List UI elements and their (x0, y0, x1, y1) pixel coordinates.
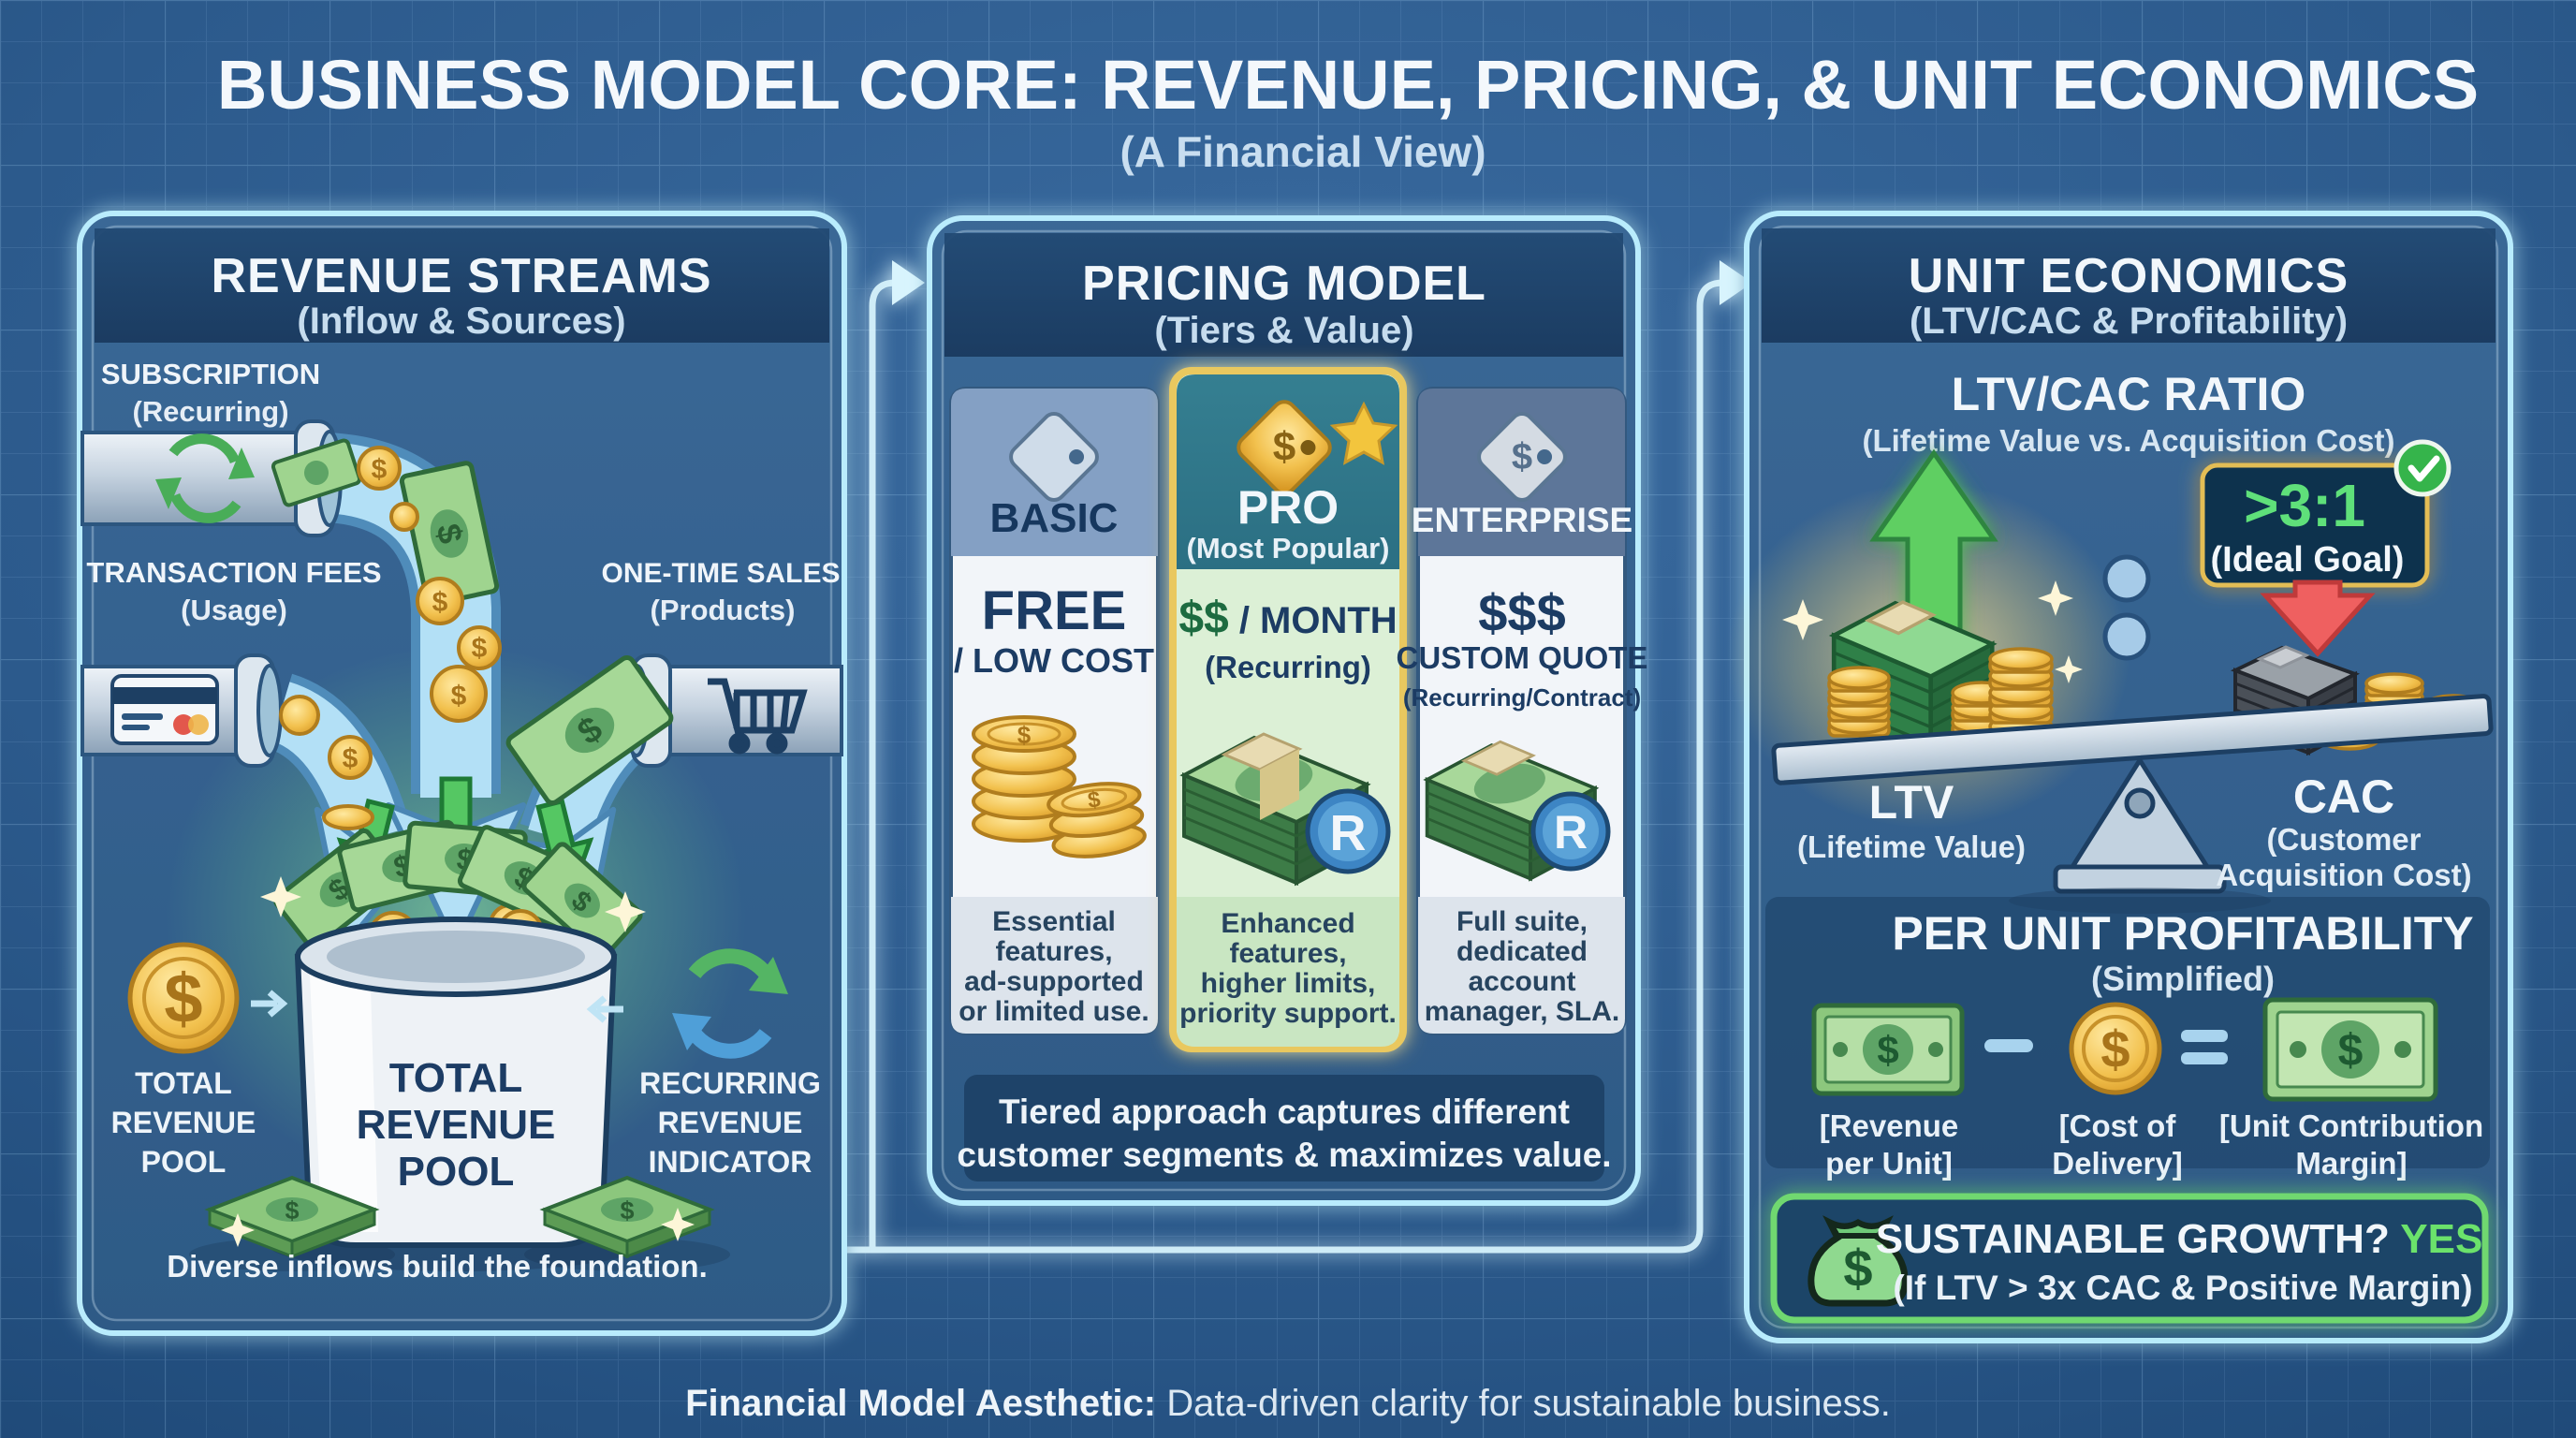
svg-text:PER UNIT PROFITABILITY: PER UNIT PROFITABILITY (1892, 907, 2473, 960)
svg-text:$: $ (1087, 786, 1103, 814)
svg-text:BASIC: BASIC (990, 495, 1119, 541)
svg-text:ENTERPRISE: ENTERPRISE (1412, 501, 1632, 539)
svg-text:$: $ (1512, 436, 1532, 477)
svg-text:$$ / MONTH: $$ / MONTH (1178, 594, 1397, 643)
svg-text:customer segments & maximizes: customer segments & maximizes value. (957, 1136, 1611, 1174)
svg-text:$: $ (451, 681, 467, 712)
svg-text:REVENUE: REVENUE (111, 1106, 256, 1139)
svg-text:(Recurring/Contract): (Recurring/Contract) (1403, 683, 1641, 712)
svg-text:[Revenue: [Revenue (1820, 1108, 1959, 1143)
svg-text:LTV/CAC RATIO: LTV/CAC RATIO (1952, 368, 2306, 420)
svg-text:Enhanced: Enhanced (1221, 908, 1354, 939)
svg-text:$: $ (343, 743, 359, 774)
svg-text:(A Financial View): (A Financial View) (1120, 127, 1486, 176)
svg-text:Financial Model Aesthetic: Dat: Financial Model Aesthetic: Data-driven c… (685, 1383, 1891, 1424)
svg-text:(Lifetime Value vs. Acquisitio: (Lifetime Value vs. Acquisition Cost) (1862, 423, 2394, 458)
svg-text:PRICING MODEL: PRICING MODEL (1082, 257, 1486, 311)
svg-text:$: $ (372, 454, 388, 485)
svg-text:[Unit Contribution: [Unit Contribution (2219, 1108, 2483, 1143)
svg-text:$: $ (1273, 424, 1295, 470)
svg-text:CAC: CAC (2293, 770, 2394, 823)
svg-text:PRO: PRO (1237, 481, 1339, 534)
svg-text:REVENUE: REVENUE (357, 1102, 556, 1148)
svg-text:POOL: POOL (398, 1149, 515, 1195)
svg-text:(Usage): (Usage) (181, 594, 287, 626)
svg-text:or limited use.: or limited use. (959, 996, 1149, 1027)
svg-text:(Inflow & Sources): (Inflow & Sources) (297, 301, 625, 342)
svg-text:R: R (1330, 805, 1367, 861)
svg-text:per Unit]: per Unit] (1825, 1146, 1953, 1181)
svg-text:$: $ (620, 1196, 634, 1225)
svg-text:(If LTV > 3x CAC & Positive Ma: (If LTV > 3x CAC & Positive Margin) (1893, 1269, 2472, 1307)
svg-text:(Recurring): (Recurring) (132, 395, 288, 428)
svg-text:LTV: LTV (1869, 776, 1954, 829)
svg-text:$: $ (2338, 1026, 2364, 1076)
svg-text:features,: features, (1229, 938, 1346, 969)
svg-text:RECURRING: RECURRING (639, 1066, 821, 1100)
svg-text:(Lifetime Value): (Lifetime Value) (1797, 829, 2026, 864)
svg-text:Tiered approach captures diffe: Tiered approach captures different (999, 1093, 1570, 1131)
svg-text:$$$: $$$ (1478, 583, 1565, 642)
svg-text:TOTAL: TOTAL (389, 1055, 523, 1101)
svg-text:$: $ (472, 633, 488, 664)
svg-text:$: $ (2100, 1020, 2130, 1078)
svg-text:$: $ (285, 1196, 299, 1225)
svg-text:Diverse inflows build the foun: Diverse inflows build the foundation. (167, 1249, 708, 1284)
svg-text:account: account (1468, 966, 1575, 997)
svg-text:TOTAL: TOTAL (135, 1066, 232, 1100)
svg-text:Acquisition Cost): Acquisition Cost) (2216, 858, 2471, 892)
svg-text:FREE: FREE (982, 580, 1127, 641)
svg-text:(Ideal Goal): (Ideal Goal) (2211, 540, 2405, 580)
svg-text:REVENUE: REVENUE (658, 1106, 803, 1139)
svg-text:(Most Popular): (Most Popular) (1187, 532, 1390, 565)
svg-text:SUSTAINABLE GROWTH? YES: SUSTAINABLE GROWTH? YES (1876, 1216, 2483, 1262)
svg-text:(LTV/CAC & Profitability): (LTV/CAC & Profitability) (1910, 301, 2348, 342)
svg-text:Full suite,: Full suite, (1456, 906, 1588, 937)
svg-text:priority support.: priority support. (1179, 998, 1397, 1029)
svg-text:POOL: POOL (141, 1145, 227, 1179)
svg-text:Margin]: Margin] (2295, 1146, 2407, 1181)
svg-text:[Cost of: [Cost of (2059, 1108, 2177, 1143)
svg-text:CUSTOM QUOTE: CUSTOM QUOTE (1397, 640, 1648, 675)
svg-text:$: $ (1877, 1028, 1898, 1072)
svg-text:R: R (1554, 806, 1588, 858)
svg-text:(Recurring): (Recurring) (1205, 650, 1371, 684)
svg-text:$: $ (432, 587, 448, 618)
svg-text:features,: features, (995, 936, 1112, 967)
svg-text:INDICATOR: INDICATOR (649, 1145, 812, 1179)
svg-text:SUBSCRIPTION: SUBSCRIPTION (101, 358, 320, 390)
svg-text:REVENUE STREAMS: REVENUE STREAMS (211, 249, 711, 303)
svg-text:BUSINESS MODEL CORE: REVENUE,: BUSINESS MODEL CORE: REVENUE, PRICING, &… (217, 46, 2479, 124)
svg-text:(Products): (Products) (651, 594, 796, 626)
svg-text:$: $ (1843, 1239, 1872, 1298)
svg-text:(Customer: (Customer (2266, 822, 2421, 857)
svg-text:Essential: Essential (992, 906, 1116, 937)
svg-text:UNIT ECONOMICS: UNIT ECONOMICS (1909, 249, 2349, 303)
svg-text:dedicated: dedicated (1456, 936, 1588, 967)
svg-text:Delivery]: Delivery] (2052, 1146, 2182, 1181)
svg-text:ad-supported: ad-supported (964, 966, 1144, 997)
svg-text:ONE-TIME SALES: ONE-TIME SALES (601, 558, 840, 589)
svg-text:(Tiers & Value): (Tiers & Value) (1154, 310, 1413, 351)
svg-text:manager, SLA.: manager, SLA. (1425, 996, 1619, 1027)
svg-text:$: $ (164, 960, 202, 1037)
svg-text:/ LOW COST: / LOW COST (954, 641, 1154, 680)
svg-text:higher limits,: higher limits, (1201, 968, 1376, 999)
svg-text:$: $ (1017, 721, 1032, 749)
svg-text:>3:1: >3:1 (2244, 472, 2365, 539)
svg-text:TRANSACTION FEES: TRANSACTION FEES (86, 556, 381, 589)
svg-text:(Simplified): (Simplified) (2091, 960, 2275, 998)
